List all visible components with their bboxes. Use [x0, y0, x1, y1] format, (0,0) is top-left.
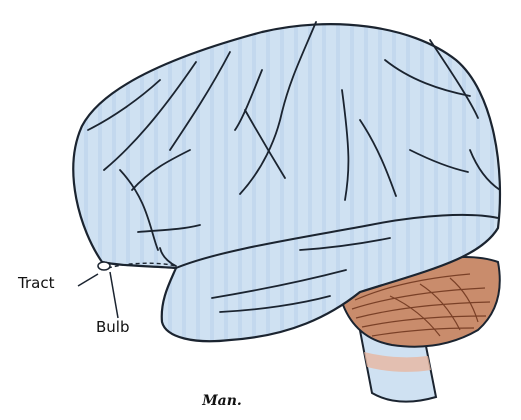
bulb-leader-line [110, 272, 118, 318]
tract-leader-line [78, 274, 98, 286]
figure-caption: Man. [0, 393, 444, 409]
olfactory-bulb [98, 262, 110, 270]
bulb-label: Bulb [96, 320, 130, 335]
tract-label: Tract [18, 276, 54, 291]
